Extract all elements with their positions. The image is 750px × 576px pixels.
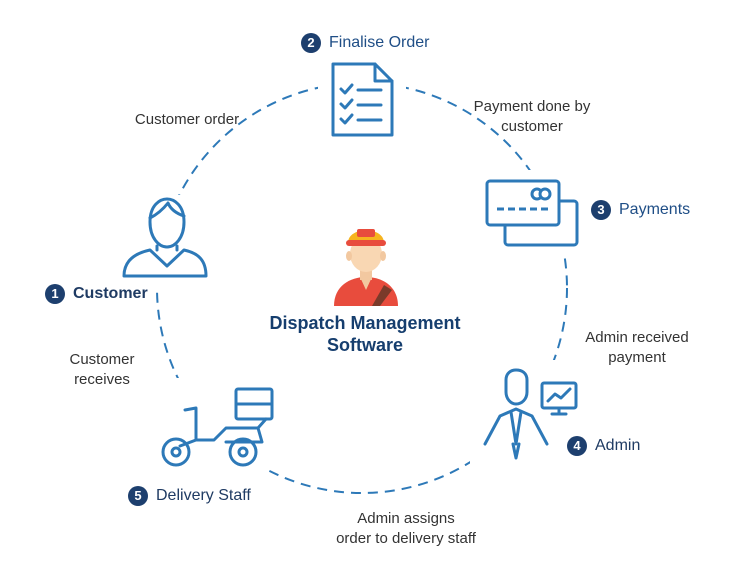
step-number-badge: 1: [45, 284, 65, 304]
delivery-person-illustration: [334, 229, 398, 306]
edge-label-line: Admin received: [585, 329, 689, 346]
node-label: Delivery Staff: [156, 487, 251, 504]
center-title-line1: Dispatch Management: [269, 313, 461, 333]
edge-label-line: order to delivery staff: [336, 530, 476, 547]
edge-label-line: Customer order: [134, 111, 240, 128]
customer-icon: [122, 197, 208, 278]
edge-label-admin-received: Admin received payment: [562, 328, 712, 368]
edge-label-line: customer: [501, 118, 563, 135]
node-label: Admin: [595, 437, 641, 454]
step-number-badge: 4: [567, 436, 587, 456]
admin-with-monitor-icon: [483, 368, 578, 460]
process-cycle-ring: [156, 82, 568, 494]
node-finalise-order: 2 Finalise Order: [301, 33, 429, 53]
node-customer: 1 Customer: [45, 284, 148, 304]
edge-label-line: receives: [74, 371, 130, 388]
node-label: Finalise Order: [329, 34, 430, 51]
node-admin: 4 Admin: [567, 436, 640, 456]
node-label: Payments: [619, 201, 691, 218]
scooter-icon: [161, 387, 274, 467]
step-number-badge: 5: [128, 486, 148, 506]
center-title-line2: Software: [326, 335, 404, 355]
edge-label-line: payment: [608, 349, 666, 366]
credit-card-icon: [485, 179, 579, 247]
node-label: Customer: [73, 285, 148, 302]
node-payments: 3 Payments: [591, 200, 690, 220]
edge-label-customer-receives: Customer receives: [52, 350, 152, 390]
edge-label-customer-order: Customer order: [110, 110, 264, 130]
edge-label-admin-assigns: Admin assigns order to delivery staff: [306, 509, 506, 549]
step-number-badge: 3: [591, 200, 611, 220]
center-title: Dispatch Management Software: [230, 312, 500, 356]
step-number-badge: 2: [301, 33, 321, 53]
edge-label-line: Admin assigns: [357, 510, 455, 527]
edge-label-payment-done: Payment done by customer: [452, 97, 612, 137]
edge-label-line: Customer: [69, 351, 135, 368]
node-delivery-staff: 5 Delivery Staff: [128, 486, 251, 506]
document-checklist-icon: [331, 62, 394, 137]
edge-label-line: Payment done by: [473, 98, 591, 115]
